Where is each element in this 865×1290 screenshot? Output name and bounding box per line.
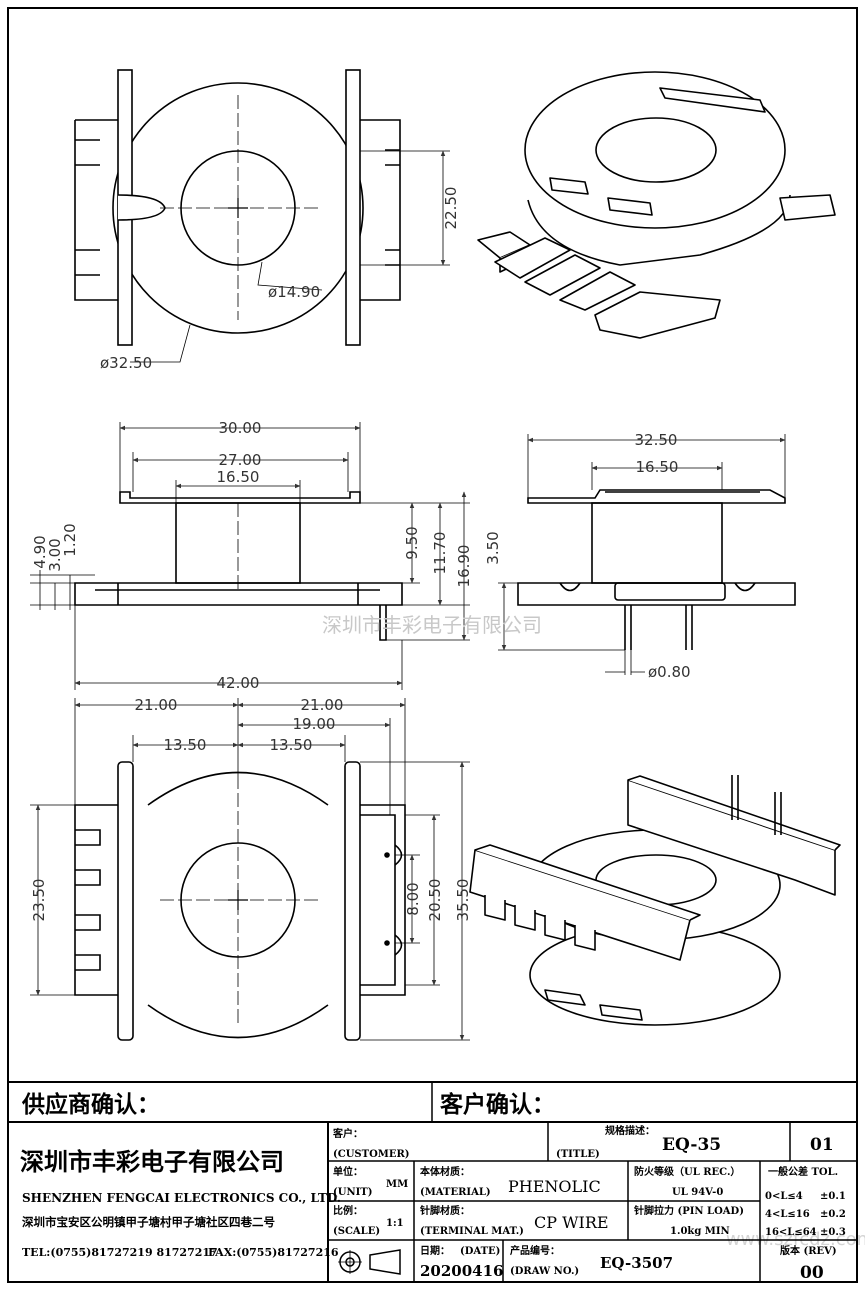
tolerance-range-3: 16<L≤64	[765, 1227, 817, 1238]
iso-view-top	[477, 71, 836, 339]
dim-front-h-16-9: 16.90	[455, 545, 473, 588]
date-label-cn: 日期：	[420, 1244, 450, 1257]
pin-load-value: 1.0kg MIN	[670, 1226, 730, 1237]
unit-value: MM	[386, 1179, 408, 1190]
rev-label: 版本 (REV)	[780, 1244, 837, 1257]
title-value: EQ-35	[662, 1135, 721, 1155]
title-label-en: (TITLE)	[556, 1149, 600, 1160]
dim-bottom-h-20-5: 20.50	[426, 879, 444, 922]
title-block	[8, 1081, 857, 1282]
date-value: 20200416	[420, 1262, 504, 1280]
company-tel: TEL:(0755)81727219 81727217	[22, 1246, 218, 1259]
dim-outer-diameter: ø32.50	[100, 354, 152, 372]
dim-bottom-h-8: 8.00	[404, 882, 422, 915]
rev-value: 00	[800, 1263, 824, 1283]
dim-side-h-3-5: 3.50	[484, 531, 502, 564]
dim-bottom-h-23-5: 23.50	[30, 879, 48, 922]
dim-front-h-4-9: 4.90	[31, 535, 49, 568]
dim-front-h-9-5: 9.50	[403, 526, 421, 559]
scale-label-en: (SCALE)	[333, 1226, 380, 1237]
dim-front-h-1-2: 1.20	[61, 523, 79, 556]
terminal-value: CP WIRE	[534, 1213, 609, 1232]
dim-front-width-30: 30.00	[219, 419, 262, 437]
dim-inner-diameter: ø14.90	[268, 283, 320, 301]
draw-no-value: EQ-3507	[600, 1254, 673, 1272]
dim-pin-diameter: ø0.80	[648, 663, 691, 681]
pin-load-label: 针脚拉力 (PIN LOAD)	[634, 1204, 744, 1217]
company-name-cn: 深圳市丰彩电子有限公司	[20, 1147, 284, 1176]
draw-no-label-cn: 产品编号：	[510, 1244, 560, 1257]
title-label-cn: 规格描述：	[605, 1124, 655, 1137]
company-fax: FAX:(0755)81727216	[208, 1246, 339, 1259]
dim-front-width-16-5: 16.50	[217, 468, 260, 486]
date-label-en: (DATE)	[460, 1246, 500, 1257]
sheet-border	[7, 7, 858, 1283]
watermark-company: 深圳市丰彩电子有限公司	[322, 613, 542, 637]
dim-front-width-27: 27.00	[219, 451, 262, 469]
terminal-label-en: (TERMINAL MAT.)	[420, 1226, 524, 1237]
customer-label-cn: 客户：	[332, 1127, 363, 1140]
dim-bottom-width-right-21: 21.00	[301, 696, 344, 714]
customer-confirm-label: 客户确认：	[440, 1091, 555, 1118]
dim-bottom-width-left-21: 21.00	[135, 696, 178, 714]
unit-label-cn: 单位：	[333, 1165, 363, 1178]
dim-side-width-16-5: 16.50	[636, 458, 679, 476]
dim-front-width-42: 42.00	[217, 674, 260, 692]
dim-bottom-width-right-13-5: 13.50	[270, 736, 313, 754]
material-label-en: (MATERIAL)	[420, 1187, 491, 1198]
tolerance-value-1: ±0.1	[820, 1191, 846, 1202]
dim-front-h-3-0: 3.00	[46, 538, 64, 571]
draw-no-label-en: (DRAW NO.)	[510, 1266, 579, 1277]
tolerance-value-2: ±0.2	[820, 1209, 846, 1220]
tolerance-header: 一般公差 TOL.	[768, 1165, 838, 1178]
supplier-confirm-label: 供应商确认：	[21, 1091, 160, 1118]
fire-rating-value: UL 94V-0	[672, 1187, 723, 1198]
side-view	[498, 434, 796, 675]
sheet-number: 01	[810, 1135, 834, 1155]
dim-side-width-32-5: 32.50	[635, 431, 678, 449]
company-name-en: SHENZHEN FENGCAI ELECTRONICS CO., LTD.	[22, 1191, 341, 1205]
material-value: PHENOLIC	[508, 1177, 601, 1196]
scale-label-cn: 比例：	[333, 1204, 363, 1217]
scale-value: 1:1	[386, 1218, 404, 1229]
dim-bottom-h-35-5: 35.50	[454, 879, 472, 922]
dim-height-22-50: 22.50	[442, 187, 460, 230]
tolerance-value-3: ±0.3	[820, 1227, 846, 1238]
dim-front-h-11-7: 11.70	[431, 532, 449, 575]
unit-label-en: (UNIT)	[333, 1187, 372, 1198]
terminal-label-cn: 针脚材质：	[420, 1204, 470, 1217]
dim-bottom-width-left-13-5: 13.50	[164, 736, 207, 754]
dim-bottom-width-19: 19.00	[293, 715, 336, 733]
company-address: 深圳市宝安区公明镇甲子塘村甲子塘社区四巷二号	[22, 1215, 275, 1229]
front-view	[30, 422, 470, 690]
customer-label-en: (CUSTOMER)	[333, 1149, 410, 1160]
fire-rating-label: 防火等级（UL REC.）	[634, 1165, 740, 1178]
top-view	[74, 69, 450, 363]
tolerance-range-1: 0<L≤4	[765, 1191, 803, 1202]
tolerance-range-2: 4<L≤16	[765, 1209, 810, 1220]
material-label-cn: 本体材质：	[420, 1165, 470, 1178]
bottom-view	[30, 698, 470, 1041]
iso-view-bottom	[469, 775, 841, 1026]
